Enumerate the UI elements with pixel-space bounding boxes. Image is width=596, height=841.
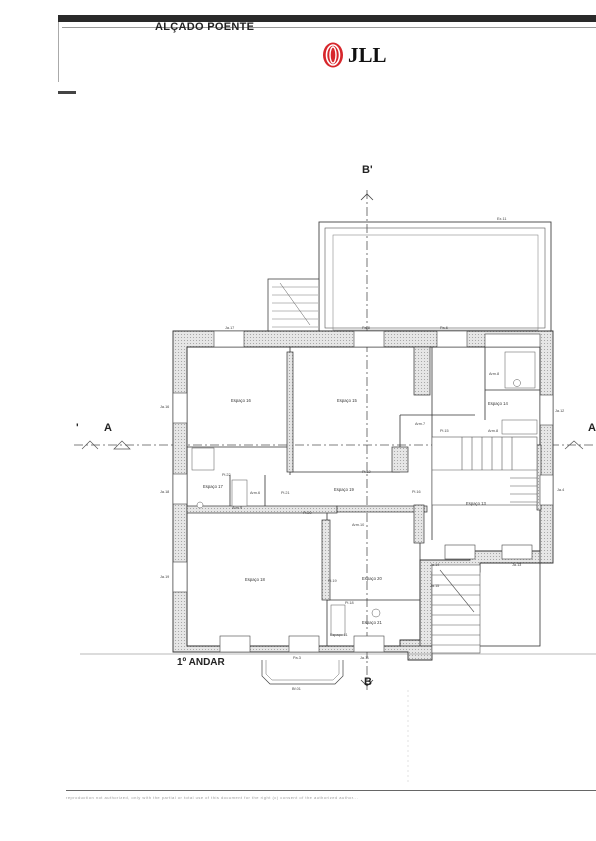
exterior-stair-north-treads bbox=[272, 282, 318, 328]
sheet-left-mark bbox=[58, 91, 76, 94]
tag: Arm.10 bbox=[352, 523, 364, 527]
tag: Espaço 11 bbox=[330, 633, 348, 637]
tag: Ja.18 bbox=[160, 490, 169, 494]
exterior-stair-south bbox=[431, 564, 481, 654]
tag: Pi.22 bbox=[222, 473, 231, 477]
tag: Bf.01 bbox=[292, 687, 301, 691]
tag: Ja.13 bbox=[512, 563, 521, 567]
terrace-outline bbox=[318, 221, 552, 332]
terrace-inner bbox=[324, 227, 546, 329]
sheet-top-thin-line bbox=[62, 27, 596, 28]
room-label: Espaço 14 bbox=[488, 401, 508, 406]
interior-stair bbox=[431, 436, 538, 506]
section-b-top-arrow-icon bbox=[360, 193, 374, 201]
room-labels: Espaço 16 Espaço 15 Espaço 14 Espaço 17 … bbox=[203, 398, 508, 625]
section-b-bottom-arrow-icon bbox=[360, 679, 374, 687]
tag: Pa.8 bbox=[362, 326, 370, 330]
section-b-top-label: B' bbox=[362, 164, 373, 176]
tag: Arm.7 bbox=[415, 422, 425, 426]
section-a-left-arrow-icon bbox=[113, 440, 131, 450]
room-label: Espaço 13 bbox=[466, 501, 486, 506]
section-a-left-partial-label: ' bbox=[76, 422, 79, 434]
tag: Ja.17 bbox=[225, 326, 234, 330]
tag: Pi.16 bbox=[412, 490, 421, 494]
room-label: Espaço 15 bbox=[337, 398, 357, 403]
section-a-right-label: A bbox=[588, 422, 596, 434]
section-b-bottom-label: B bbox=[364, 676, 372, 688]
tag: Ja.4 bbox=[557, 488, 564, 492]
tag: Ja.15 bbox=[430, 584, 439, 588]
tag: Arm.9 bbox=[232, 506, 242, 510]
jll-logo-mark-icon bbox=[323, 42, 343, 68]
tag: Pa.3 bbox=[293, 656, 301, 660]
room-label: Espaço 18 bbox=[245, 577, 265, 582]
windows bbox=[172, 330, 554, 653]
tag: Ja.11 bbox=[360, 656, 369, 660]
tag: Ja.19 bbox=[160, 575, 169, 579]
sheet-left-edge bbox=[58, 22, 59, 82]
section-a-right-arrow-icon bbox=[564, 440, 584, 450]
section-a-left-label: A bbox=[104, 422, 112, 434]
terrace-inset bbox=[332, 234, 539, 331]
bay-window bbox=[261, 660, 344, 685]
tag: Ex.11 bbox=[497, 217, 506, 221]
tag: Pa.6 bbox=[440, 326, 448, 330]
bathroom-fixtures bbox=[191, 351, 538, 636]
tag: Arm.8 bbox=[488, 429, 498, 433]
jll-logo: JLL bbox=[322, 42, 387, 68]
tag: Arm.6 bbox=[250, 491, 260, 495]
tag: Pi.18 bbox=[345, 601, 354, 605]
tag: Pi.20 bbox=[303, 511, 312, 515]
sheet-top-border bbox=[58, 15, 596, 22]
element-tags: Ja.17 Pa.8 Pa.6 Ex.11 Arm.8 Arm.7 Pi.15 … bbox=[160, 217, 564, 691]
sheet-title: ALÇADO POENTE bbox=[155, 21, 255, 33]
tag: Pi.12 bbox=[362, 470, 371, 474]
sheet-bottom-rule bbox=[66, 790, 596, 791]
tag: Ja.14 bbox=[430, 563, 439, 567]
tag: Pi.21 bbox=[281, 491, 290, 495]
room-label: Espaço 19 bbox=[334, 487, 354, 492]
tag: Arm.8 bbox=[489, 372, 499, 376]
exterior-stair-north bbox=[267, 278, 320, 332]
sheet-bottom-note: reproduction not authorized, only with t… bbox=[66, 795, 359, 800]
room-label: Espaço 16 bbox=[231, 398, 251, 403]
tag: Pi.19 bbox=[328, 579, 337, 583]
tag: Ja.16 bbox=[160, 405, 169, 409]
floor-label: 1º ANDAR bbox=[177, 657, 225, 668]
tag: Pi.15 bbox=[440, 429, 449, 433]
bay-window-inner bbox=[265, 660, 340, 681]
room-label: Espaço 20 bbox=[362, 576, 382, 581]
section-a-left-tick-icon bbox=[81, 440, 99, 450]
jll-logo-text: JLL bbox=[348, 42, 387, 67]
room-label: Espaço 21 bbox=[362, 620, 382, 625]
room-label: Espaço 17 bbox=[203, 484, 223, 489]
tag: Ja.12 bbox=[555, 409, 564, 413]
